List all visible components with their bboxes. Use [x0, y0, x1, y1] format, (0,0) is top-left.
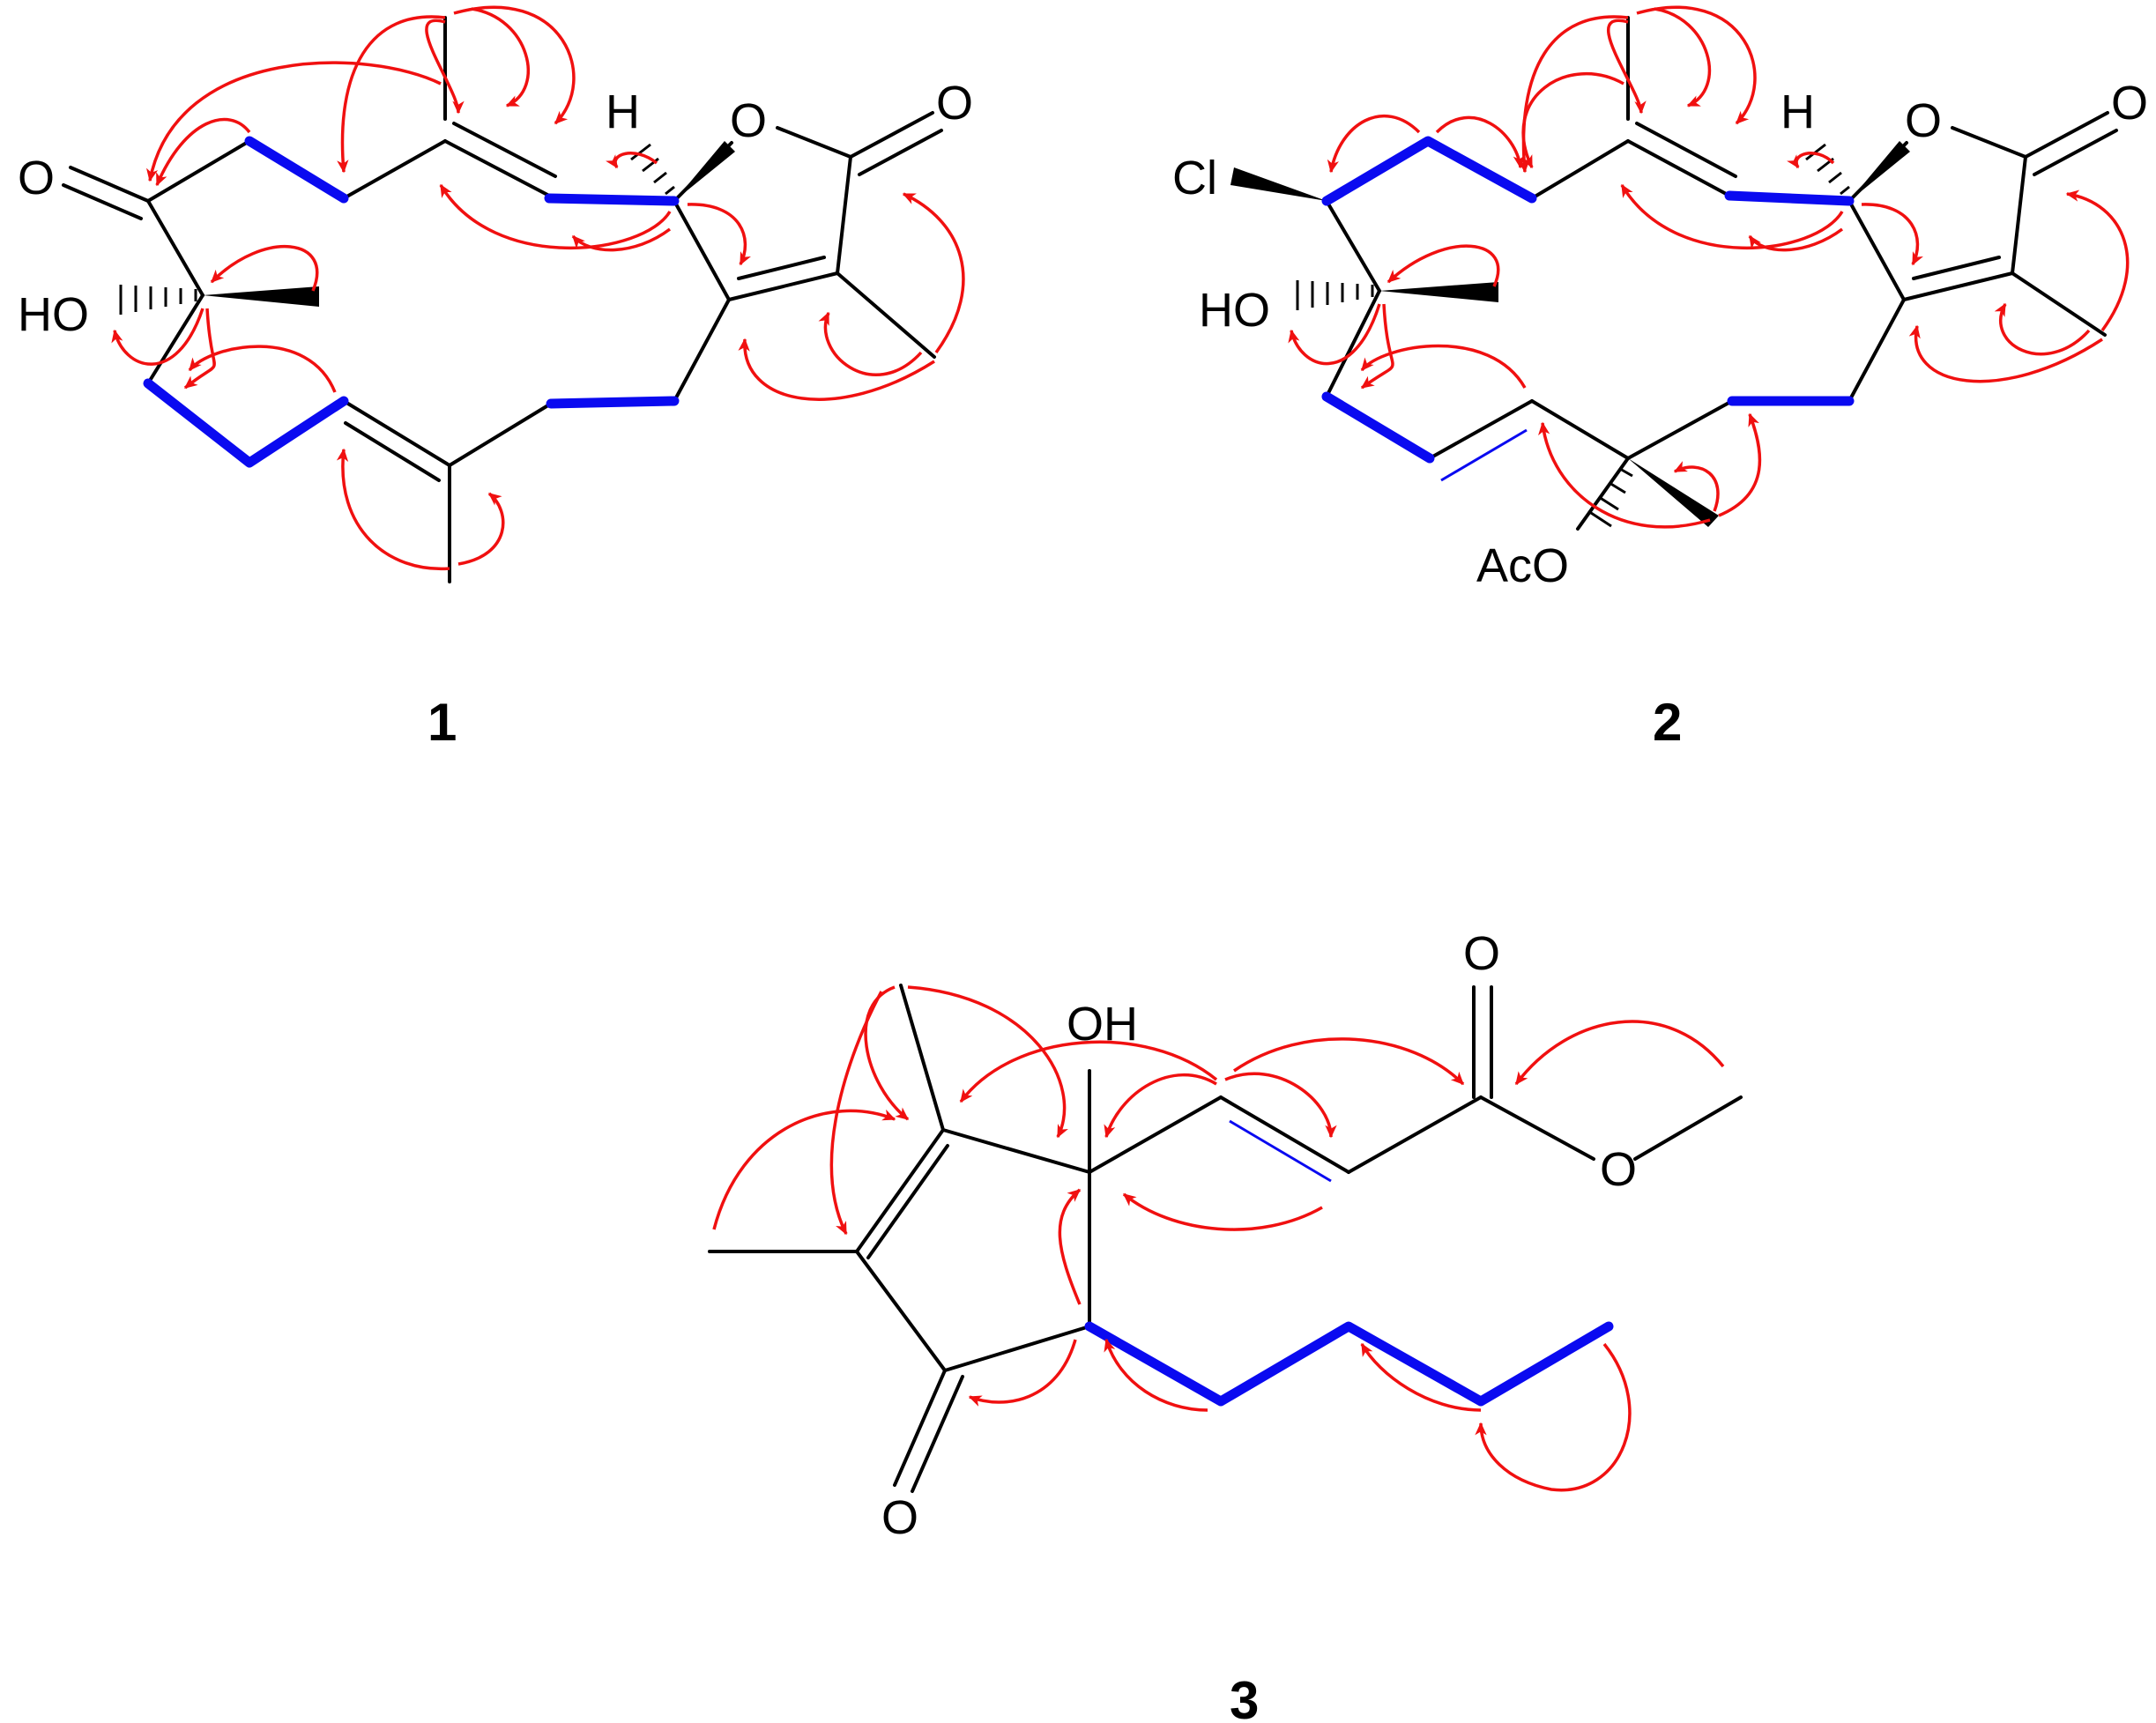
c2-acetoxy: AcO [1476, 539, 1569, 592]
c1-ketone-oxygen: O [18, 152, 55, 204]
c3-ester-carbonyl-oxygen: O [1463, 927, 1500, 980]
c1-carbonyl-oxygen: O [936, 77, 973, 130]
compound-2-cosy-bonds [1321, 136, 1855, 464]
compound-1-cosy-bonds [143, 136, 680, 468]
compound-2-hmbc-arrows [1288, 5, 2130, 529]
c1-hydroxyl: HO [18, 288, 89, 341]
c1-ring-oxygen: O [730, 94, 767, 147]
c1-hydrogen: H [606, 85, 640, 138]
compound-3-atom-labels: OH O O O [881, 927, 1637, 1544]
c2-hydrogen: H [1781, 85, 1815, 138]
compound-2-atom-labels: Cl HO H O O AcO [1172, 77, 2148, 592]
compound-1-structure: O HO H O O 1 [18, 5, 973, 752]
compound-1-bonds [62, 16, 943, 583]
c3-ester-oxygen: O [1600, 1143, 1637, 1196]
compound-1-label: 1 [427, 693, 457, 752]
compound-2-structure: Cl HO H O O AcO 2 [1172, 5, 2148, 752]
compound-2-label: 2 [1653, 693, 1682, 752]
compound-3-label: 3 [1230, 1671, 1259, 1723]
compound-1-atom-labels: O HO H O O [18, 77, 973, 341]
compound-3-hmbc-arrows [712, 985, 1725, 1492]
c3-hydroxyl: OH [1067, 998, 1138, 1051]
c2-chlorine: Cl [1172, 152, 1217, 204]
compound-3-structure: OH O O O 3 [708, 927, 1743, 1723]
compound-1-hmbc-arrows [111, 5, 965, 571]
compound-3-bonds [708, 984, 1743, 1493]
compound-2-bonds [1230, 16, 2118, 531]
c2-ring-oxygen: O [1905, 94, 1942, 147]
c2-carbonyl-oxygen: O [2111, 77, 2148, 130]
compound-3-cosy-bonds [1084, 1321, 1614, 1407]
c2-hydroxyl: HO [1199, 284, 1270, 337]
c3-ketone-oxygen: O [881, 1491, 918, 1544]
